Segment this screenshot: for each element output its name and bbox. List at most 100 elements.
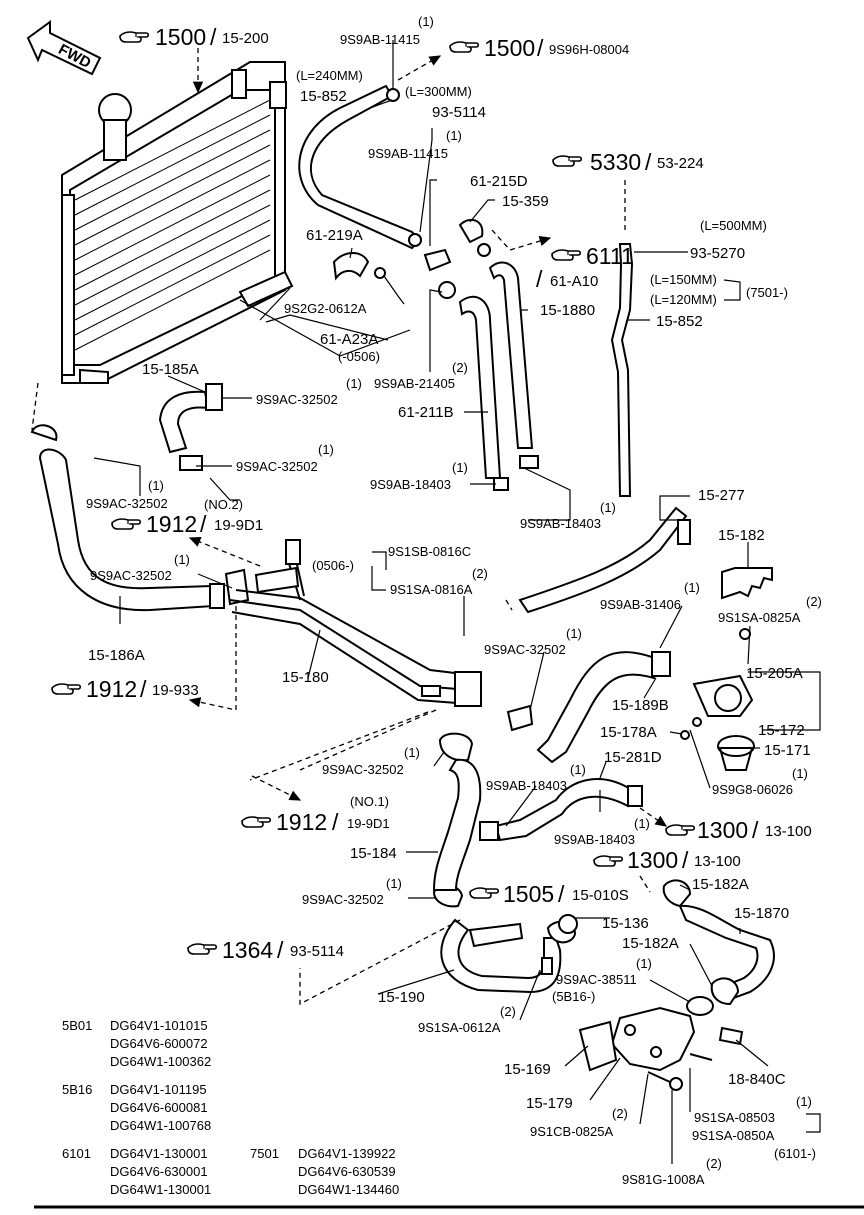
mod-label: (6101-) xyxy=(774,1146,816,1161)
serial-number-table: 5B01 DG64V1-101015 DG64V6-600072 DG64W1-… xyxy=(62,1018,399,1197)
qty-label: (1) xyxy=(636,956,652,971)
qty-label: (2) xyxy=(706,1156,722,1171)
svg-text:1500: 1500 xyxy=(155,24,206,50)
svg-text:1364: 1364 xyxy=(222,937,273,963)
svg-text:/: / xyxy=(558,881,565,907)
svg-text:/: / xyxy=(332,809,339,835)
radiator xyxy=(61,61,294,384)
thermostat-housing xyxy=(680,628,755,771)
part-label: 15-852 xyxy=(300,88,347,105)
part-label: 93-5114 xyxy=(432,104,486,121)
spec-label: (L=500MM) xyxy=(700,218,767,233)
part-label: 9S9AB-21405 xyxy=(374,376,455,391)
svg-text:61-A10: 61-A10 xyxy=(550,273,598,290)
part-label: 9S9AC-32502 xyxy=(256,392,338,407)
qty-label: (1) xyxy=(684,580,700,595)
svg-text:53-224: 53-224 xyxy=(657,155,704,172)
part-label: 15-185A xyxy=(142,361,199,378)
part-label: 9S9AB-31406 xyxy=(600,597,681,612)
part-label: 9S9AC-32502 xyxy=(322,762,404,777)
svg-text:/: / xyxy=(210,24,217,50)
part-label: 15-189B xyxy=(612,697,669,714)
part-label: 9S9AB-18403 xyxy=(486,778,567,793)
part-label: 9S1SA-0850A xyxy=(692,1128,775,1143)
water-pipe-15-180 xyxy=(229,539,482,707)
part-label: 93-5270 xyxy=(690,245,745,262)
svg-text:15-010S: 15-010S xyxy=(572,887,629,904)
svg-text:/: / xyxy=(682,847,689,873)
water-outlet-15-179 xyxy=(578,1006,744,1091)
part-label: 15-205A xyxy=(746,665,803,682)
ref-1300-13-100-b[interactable]: 1300 / 13-100 xyxy=(593,847,741,873)
serial-code: 7501 xyxy=(250,1146,279,1161)
part-label: 15-172 xyxy=(758,722,805,739)
reference-leader-lines xyxy=(31,48,668,1006)
qty-label: (2) xyxy=(806,594,822,609)
pointing-hand-icon xyxy=(119,31,150,43)
pointing-hand-icon xyxy=(187,943,218,955)
part-label: 9S9AB-18403 xyxy=(554,832,635,847)
mod-label: (-0506) xyxy=(338,349,380,364)
qty-label: (2) xyxy=(452,360,468,375)
ref-1500-9s96h-08004[interactable]: 1500 / 9S96H-08004 xyxy=(449,35,629,61)
serial-line: DG64V1-139922 xyxy=(298,1146,396,1161)
serial-line: DG64V6-600072 xyxy=(110,1036,208,1051)
qty-label: (1) xyxy=(634,816,650,831)
ref-1500-15-200[interactable]: 1500 / 15-200 xyxy=(119,24,269,50)
qty-label: (1) xyxy=(570,762,586,777)
ref-1912-19-9d1-no1[interactable]: 1912 / 19-9D1 xyxy=(241,809,390,835)
part-label: 9S9AB-18403 xyxy=(520,516,601,531)
part-label: 15-184 xyxy=(350,845,397,862)
ref-6111-61-a10[interactable]: 6111 / 61-A10 xyxy=(536,243,634,292)
fittings-61-series xyxy=(332,218,491,299)
serial-line: DG64V1-130001 xyxy=(110,1146,208,1161)
ref-1912-19-9d1-no2[interactable]: 1912 / 19-9D1 xyxy=(111,511,263,537)
qty-label: (2) xyxy=(612,1106,628,1121)
part-label: 9S1SA-08503 xyxy=(694,1110,775,1125)
qty-label: (2) xyxy=(500,1004,516,1019)
serial-line: DG64W1-130001 xyxy=(110,1182,211,1197)
part-label: 61-211B xyxy=(398,404,454,421)
part-label: 9S9AB-18403 xyxy=(370,477,451,492)
ref-1912-19-933[interactable]: 1912 / 19-933 xyxy=(51,676,199,702)
ref-5330-53-224[interactable]: 5330 / 53-224 xyxy=(552,149,704,175)
serial-line: DG64W1-100768 xyxy=(110,1118,211,1133)
pointing-hand-icon xyxy=(593,855,624,867)
ref-1505-15-010s[interactable]: 1505 / 15-010S xyxy=(469,881,629,907)
serial-line: DG64V6-630539 xyxy=(298,1164,396,1179)
qty-label: (2) xyxy=(472,566,488,581)
part-label: 15-178A xyxy=(600,724,657,741)
svg-text:93-5114: 93-5114 xyxy=(290,943,344,960)
part-label: 15-852 xyxy=(656,313,703,330)
serial-line: DG64V6-630001 xyxy=(110,1164,208,1179)
part-label: 15-281D xyxy=(604,749,662,766)
svg-text:6111: 6111 xyxy=(586,243,634,269)
qty-label: (1) xyxy=(318,442,334,457)
part-label: 9S9G8-06026 xyxy=(712,782,793,797)
part-label: 15-1870 xyxy=(734,905,789,922)
part-label: 18-840C xyxy=(728,1071,786,1088)
spec-label: (L=300MM) xyxy=(405,84,472,99)
qty-label: (1) xyxy=(796,1094,812,1109)
qty-label: (1) xyxy=(446,128,462,143)
svg-text:1912: 1912 xyxy=(86,676,137,702)
part-label: 9S1CB-0825A xyxy=(530,1124,613,1139)
part-label: 9S2G2-0612A xyxy=(284,301,367,316)
mod-label: (5B16-) xyxy=(552,989,595,1004)
serial-line: DG64V1-101015 xyxy=(110,1018,208,1033)
svg-text:13-100: 13-100 xyxy=(694,853,741,870)
serial-line: DG64W1-134460 xyxy=(298,1182,399,1197)
ref-1364-93-5114[interactable]: 1364 / 93-5114 xyxy=(187,937,344,963)
pointing-hand-icon xyxy=(552,155,583,167)
part-label: 9S9AB-11415 xyxy=(340,32,420,47)
spec-label: (L=150MM) xyxy=(650,272,717,287)
qty-label: (1) xyxy=(566,626,582,641)
part-label: 61-215D xyxy=(470,173,528,190)
svg-text:19-933: 19-933 xyxy=(152,682,199,699)
svg-text:15-200: 15-200 xyxy=(222,30,269,47)
ref-1300-13-100-a[interactable]: 1300 / 13-100 xyxy=(665,817,812,843)
part-label: 15-136 xyxy=(602,915,649,932)
svg-text:1500: 1500 xyxy=(484,35,535,61)
part-label: 9S1SA-0612A xyxy=(418,1020,501,1035)
serial-line: DG64V6-600081 xyxy=(110,1100,208,1115)
